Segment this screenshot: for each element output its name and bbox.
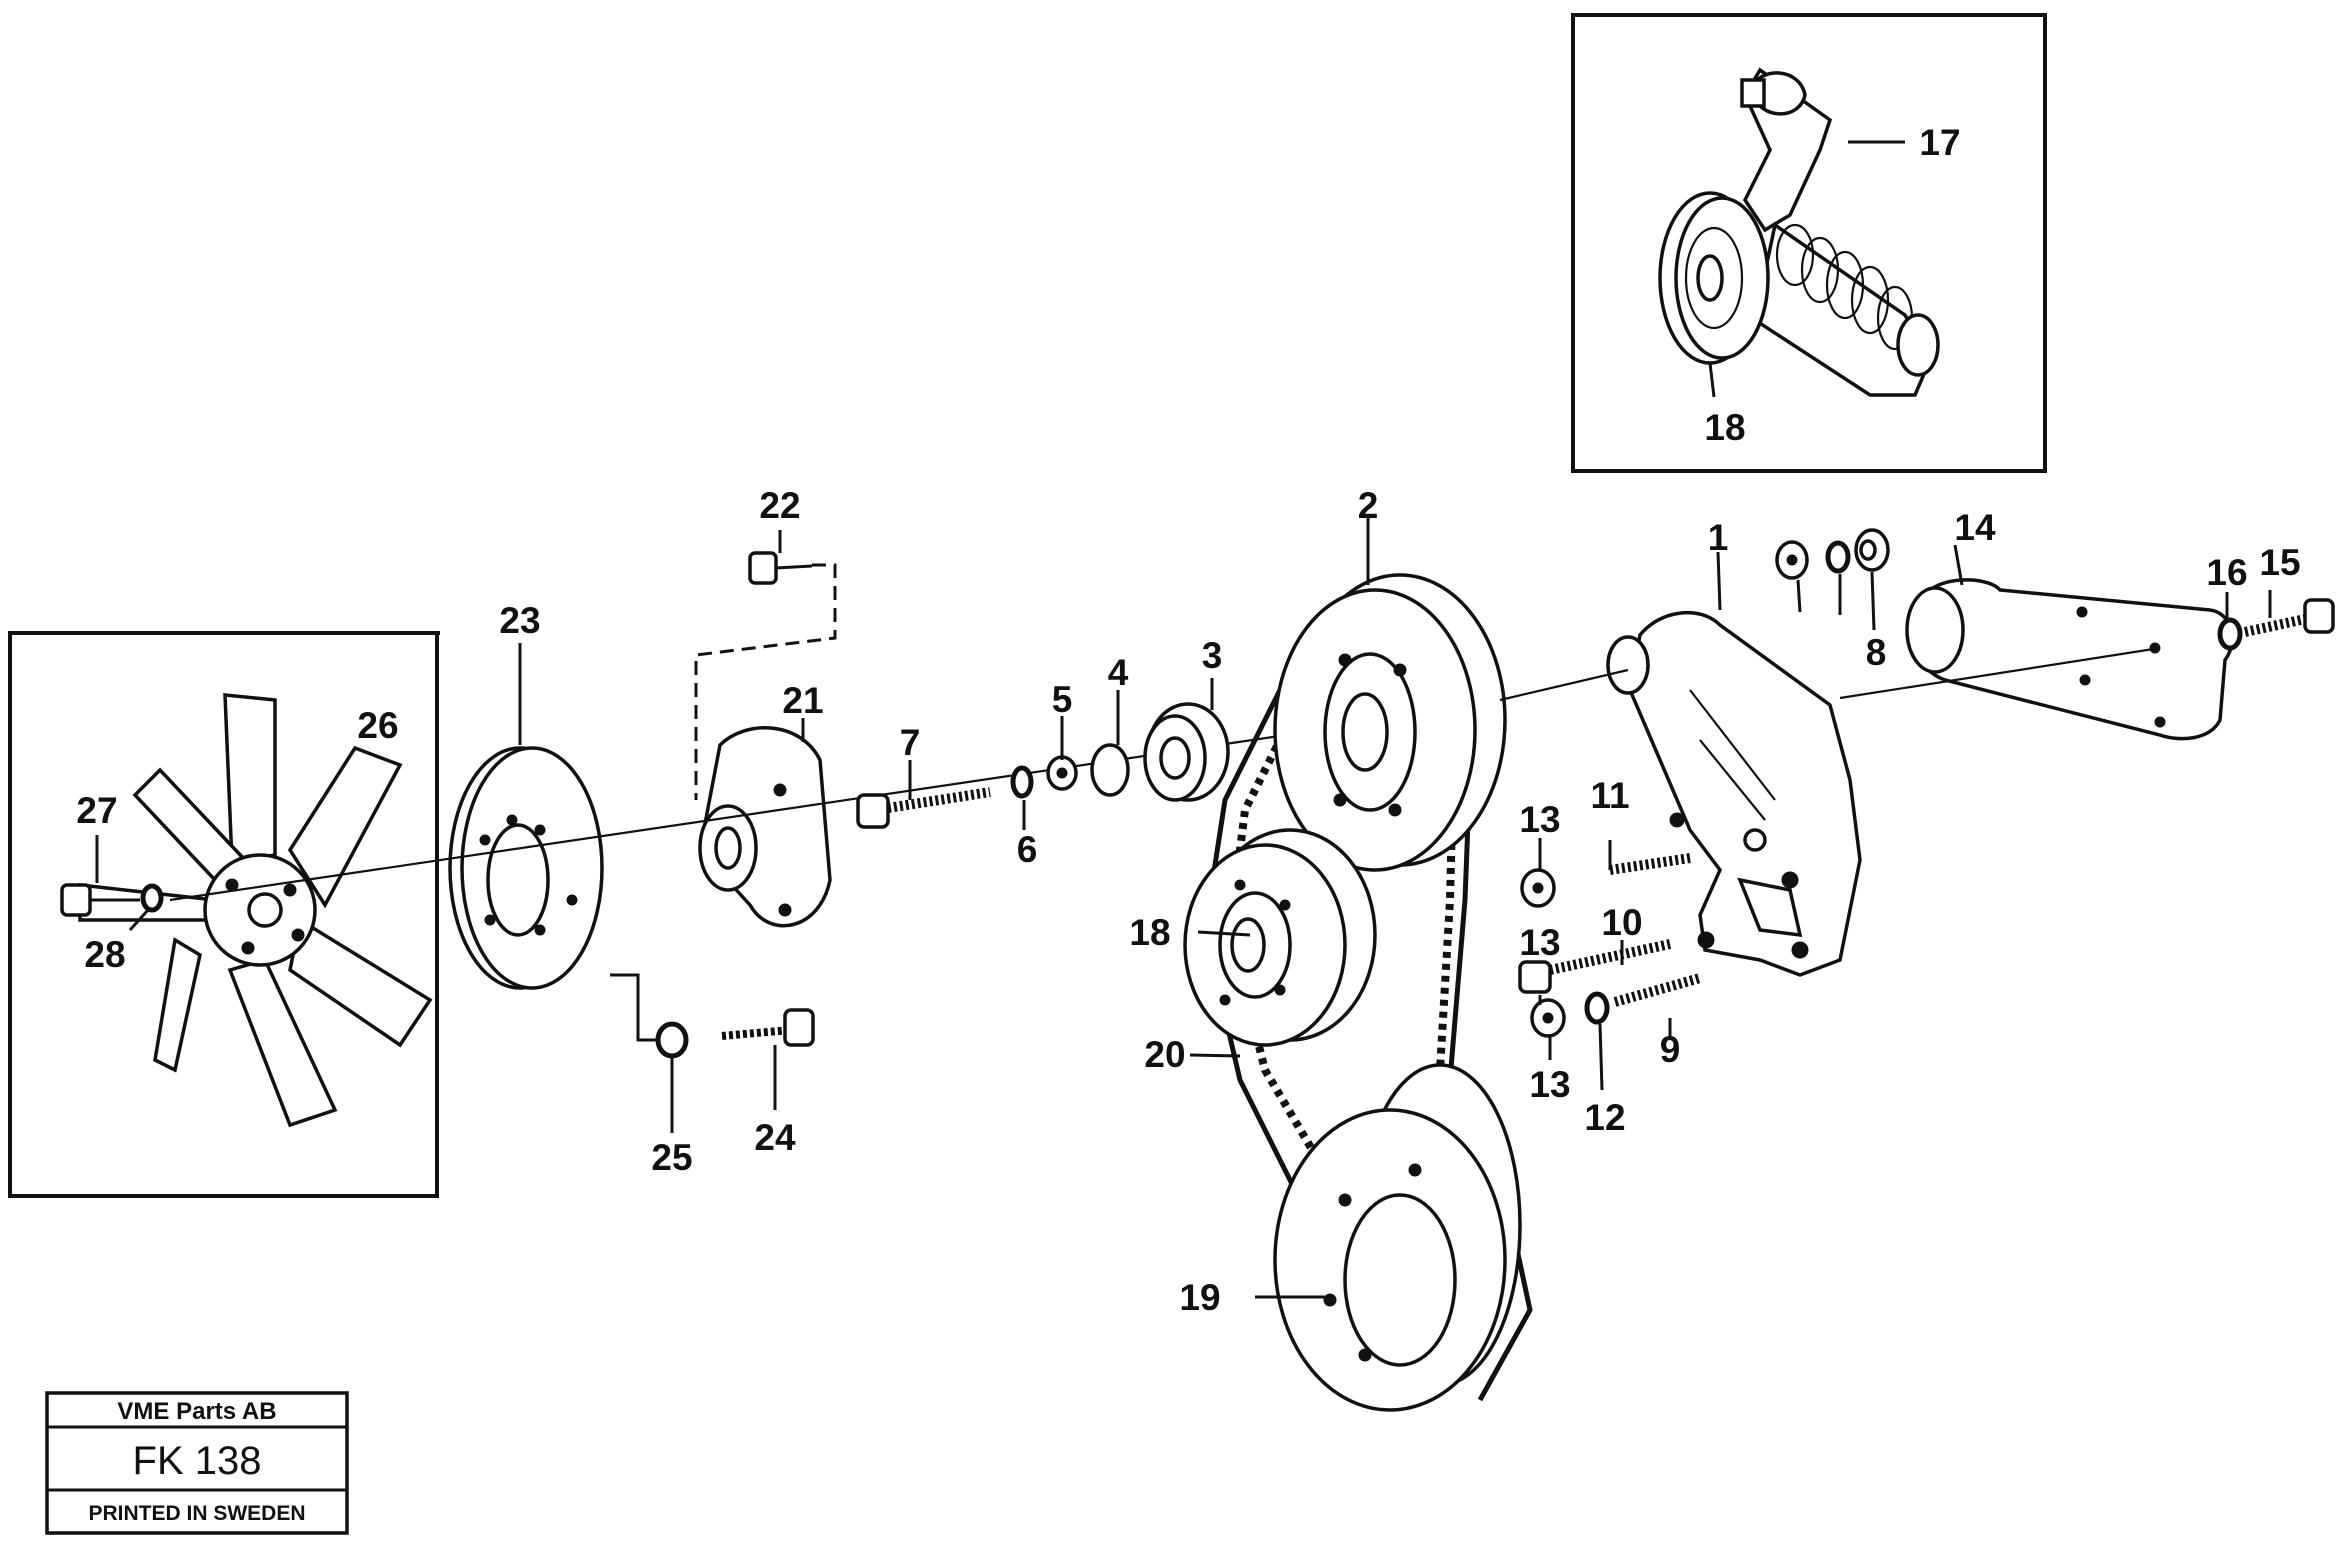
company-name: VME Parts AB	[117, 1398, 276, 1425]
callout-23: 23	[499, 600, 540, 641]
spacer-disc-part-23	[448, 746, 604, 990]
bearing-part-3	[1143, 702, 1230, 802]
nut-part-13-a	[1520, 868, 1556, 908]
callout-13-a: 13	[1519, 799, 1560, 840]
callout-1: 1	[1708, 517, 1729, 558]
crankshaft-pulley-part-19	[1273, 1063, 1522, 1412]
callout-7: 7	[900, 722, 921, 763]
callout-26: 26	[357, 705, 398, 746]
bolt-part-22	[748, 551, 813, 585]
tensioner-arm-part-17	[1740, 67, 1833, 233]
tensioner-pulley-part-18	[1658, 191, 1770, 365]
title-block: VME Parts AB FK 138 PRINTED IN SWEDEN	[45, 1391, 349, 1535]
circlip-part-4	[1090, 743, 1130, 797]
washer-part-25	[655, 1021, 689, 1059]
bolt-part-7	[856, 787, 991, 829]
tension-plate-part-14	[1905, 578, 2234, 741]
washer-part-6-upper	[1825, 540, 1851, 574]
callout-2: 2	[1358, 485, 1379, 526]
callout-10: 10	[1601, 902, 1642, 943]
bracket-part-1	[1606, 611, 1862, 977]
washer-part-5-shaft	[1046, 755, 1078, 791]
callout-5-shaft: 5	[1052, 679, 1073, 720]
fan-hub-part-21	[698, 726, 832, 928]
tensioner-inset	[1571, 13, 2047, 473]
callout-17: 17	[1919, 122, 1960, 163]
fan-frame	[8, 631, 440, 1198]
washer-part-16	[2217, 617, 2243, 651]
callout-19: 19	[1179, 1277, 1220, 1318]
washer-part-12	[1584, 991, 1610, 1025]
cooling-fan-part-26	[78, 693, 433, 1128]
callout-8: 8	[1866, 632, 1887, 673]
callout-21: 21	[782, 680, 823, 721]
callout-11: 11	[1590, 775, 1629, 816]
bolt-part-9	[1613, 973, 1702, 1007]
callout-6-shaft: 6	[1017, 829, 1038, 870]
washer-part-28	[140, 883, 164, 913]
callout-27: 27	[76, 790, 117, 831]
callout-9: 9	[1660, 1029, 1681, 1070]
callout-25: 25	[651, 1137, 692, 1178]
callout-15: 15	[2259, 542, 2300, 583]
callout-24: 24	[754, 1117, 796, 1158]
callout-13-c: 13	[1529, 1064, 1570, 1105]
washer-part-6-shaft	[1010, 765, 1034, 799]
tensioner-spring	[1753, 222, 1940, 397]
callout-28: 28	[84, 934, 125, 975]
bolt-part-10	[1518, 939, 1672, 994]
callout-22: 22	[759, 485, 800, 526]
callout-4: 4	[1108, 652, 1129, 693]
callout-12: 12	[1584, 1097, 1625, 1138]
bolt-part-15	[2243, 598, 2335, 637]
pulley-part-2	[1273, 573, 1507, 872]
callout-18-inset: 18	[1704, 407, 1745, 448]
callout-labels: 1 2 3 4 5 6 7 8 9 10 11 12 13 13 13 14 1…	[76, 122, 2300, 1318]
washer-part-5-upper	[1775, 540, 1809, 580]
callout-18-main: 18	[1129, 912, 1170, 953]
bolt-part-27	[60, 883, 140, 917]
callout-3: 3	[1202, 635, 1223, 676]
callout-16: 16	[2206, 552, 2247, 593]
nut-part-8	[1854, 528, 1890, 572]
drawing-code: FK 138	[133, 1439, 262, 1483]
bolt-part-11	[1609, 853, 1691, 875]
leader-lines	[95, 518, 2272, 1299]
pulley-part-18	[1183, 828, 1377, 1047]
nut-part-13-b	[1530, 998, 1566, 1038]
callout-13-b: 13	[1519, 922, 1560, 963]
callout-14: 14	[1954, 507, 1996, 548]
printed-note: PRINTED IN SWEDEN	[88, 1502, 305, 1525]
callout-20: 20	[1144, 1034, 1185, 1075]
bolt-part-24	[721, 1008, 815, 1047]
